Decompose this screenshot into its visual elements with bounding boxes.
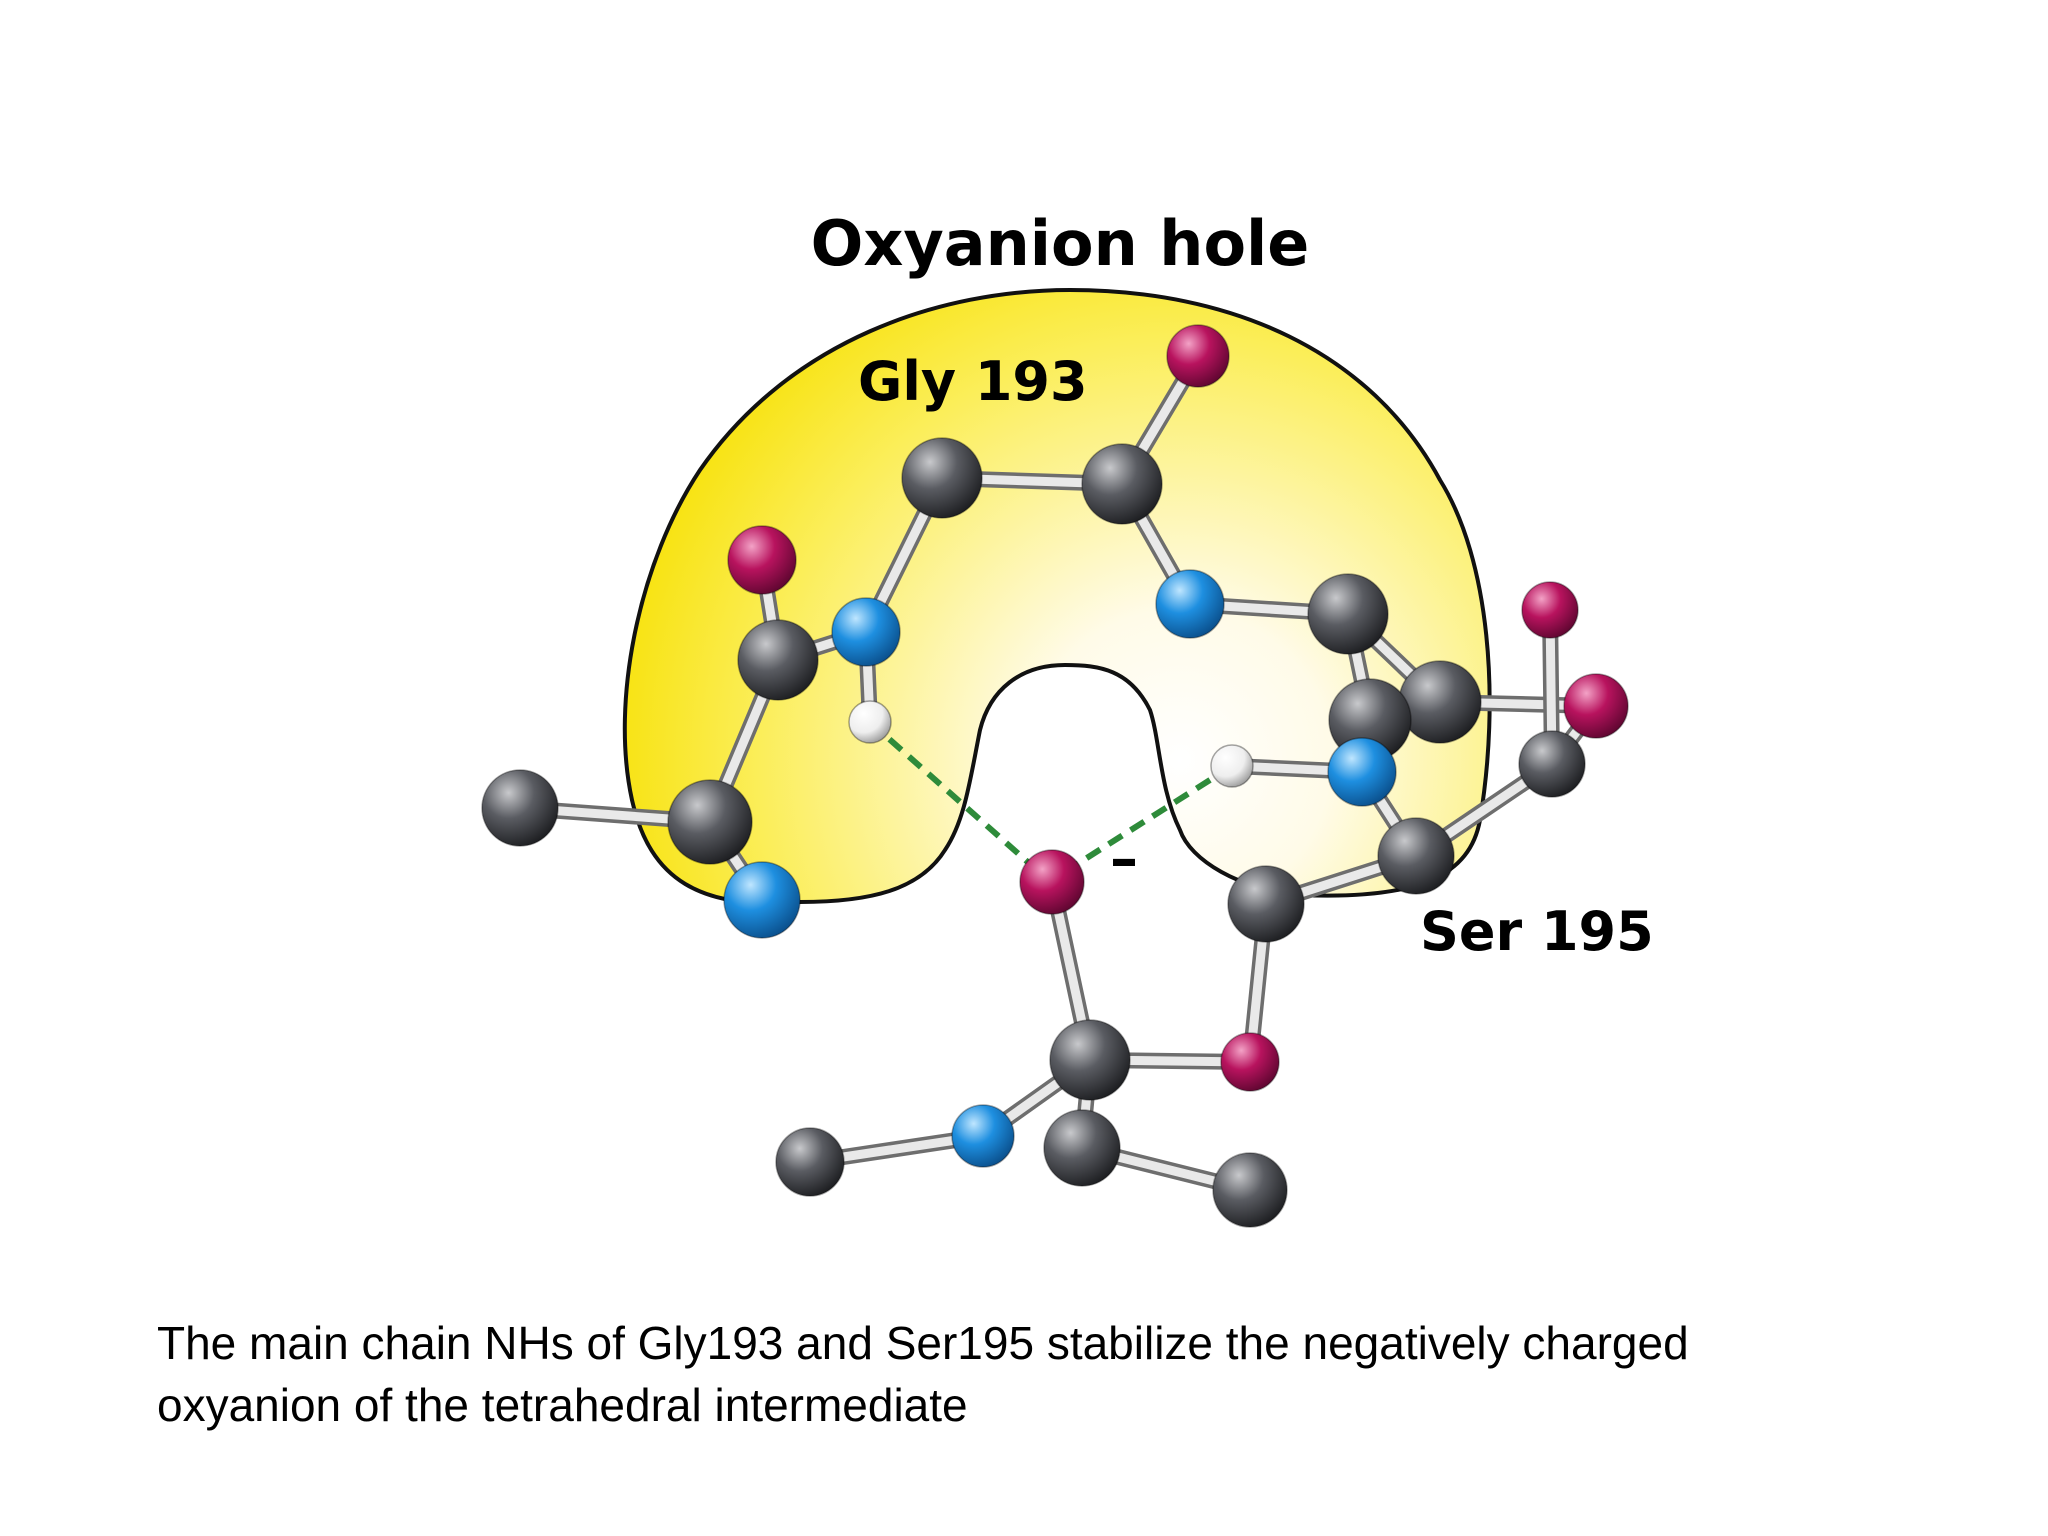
carbon-atom [1377, 817, 1455, 895]
figure-caption: The main chain NHs of Gly193 and Ser195 … [157, 1312, 1917, 1436]
carbon-atom [1398, 660, 1482, 744]
nitrogen-atom [1155, 569, 1225, 639]
gly-193-label: Gly 193 [858, 350, 1088, 413]
carbon-atom [1049, 1019, 1131, 1101]
nitrogen-atom [951, 1104, 1015, 1168]
hydrogen-atom [1210, 744, 1254, 788]
oxygen-atom [1521, 581, 1579, 639]
carbon-atom [1518, 730, 1586, 798]
caption-line-1: The main chain NHs of Gly193 and Ser195 … [157, 1317, 1689, 1369]
oxygen-atom [1220, 1032, 1280, 1092]
caption-line-2: oxyanion of the tetrahedral intermediate [157, 1379, 968, 1431]
oxygen-atom [1166, 324, 1230, 388]
carbon-atom [901, 437, 983, 519]
nitrogen-atom [831, 597, 901, 667]
nitrogen-atom [723, 861, 801, 939]
molecular-atoms [481, 324, 1629, 1228]
hydrogen-atom [848, 700, 892, 744]
carbon-atom [775, 1127, 845, 1197]
carbon-atom [1043, 1109, 1121, 1187]
hydrogen-bond-ser195 [1050, 763, 1234, 883]
nitrogen-atom [1327, 737, 1397, 807]
hydrogen-bond-gly193 [868, 719, 1050, 883]
carbon-atom [1227, 865, 1305, 943]
carbon-atom [737, 619, 819, 701]
oxyanion-hole-pocket [622, 287, 1492, 906]
carbon-atom [1307, 573, 1389, 655]
negative-charge-symbol: – [1110, 827, 1138, 892]
carbon-atom [1212, 1152, 1288, 1228]
carbon-atom [1081, 443, 1163, 525]
oxygen-atom [1563, 673, 1629, 739]
diagram-title: Oxyanion hole [811, 207, 1310, 280]
carbon-atom [481, 769, 559, 847]
oxygen-atom [1019, 849, 1085, 915]
carbon-atom [667, 779, 753, 865]
oxygen-atom [727, 525, 797, 595]
ser-195-label: Ser 195 [1420, 900, 1654, 963]
